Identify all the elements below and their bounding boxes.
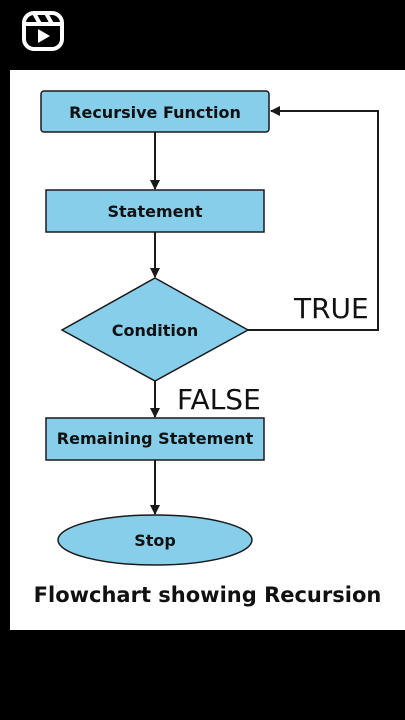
node-stop-label: Stop: [134, 531, 176, 550]
node-remaining-statement: Remaining Statement: [45, 417, 265, 461]
node-statement-label: Statement: [107, 202, 202, 221]
edge-label-true: TRUE: [293, 292, 369, 325]
node-remaining-statement-label: Remaining Statement: [57, 429, 254, 448]
flowchart-panel: Recursive Function Statement Condition R…: [10, 70, 405, 630]
edge-condition-true-loop: [248, 106, 379, 331]
top-bar: [0, 0, 405, 70]
node-stop: Stop: [57, 514, 253, 566]
node-condition-label: Condition: [112, 321, 199, 340]
reels-icon[interactable]: [22, 11, 64, 51]
edge-label-false: FALSE: [177, 383, 261, 416]
bottom-bar: [0, 630, 405, 720]
flowchart-caption: Flowchart showing Recursion: [33, 583, 382, 607]
node-recursive-function-label: Recursive Function: [69, 103, 241, 122]
node-recursive-function: Recursive Function: [40, 90, 270, 133]
node-condition: Condition: [60, 277, 250, 382]
flowchart-diagram: Recursive Function Statement Condition R…: [40, 90, 379, 566]
node-statement: Statement: [45, 189, 265, 233]
